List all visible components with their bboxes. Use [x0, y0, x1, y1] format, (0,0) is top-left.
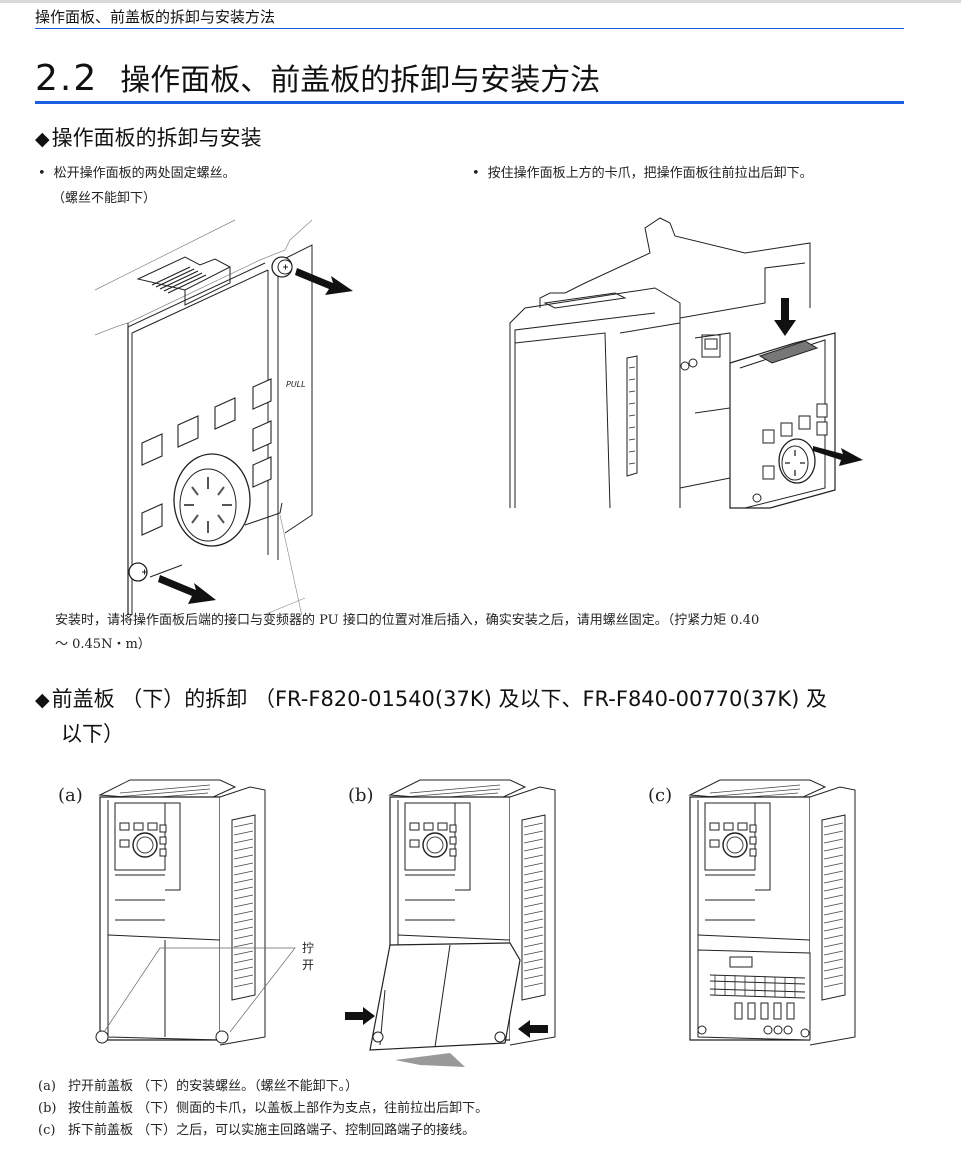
arrow-outward-bottom-icon [158, 575, 216, 604]
arrow-pull-out-icon [813, 446, 863, 466]
section-heading-text-line1: 前盖板 （下）的拆卸 （FR-F820-01540(37K) 及以下、FR-F8… [51, 687, 827, 711]
step-tag: (c) [38, 1123, 56, 1138]
arrow-press-down-icon [774, 298, 796, 336]
section-heading-operation-panel: ◆操作面板的拆卸与安装 [35, 122, 262, 152]
figure-b-pull-cover: (b) [340, 775, 600, 1070]
screw-right-icon [215, 1030, 229, 1044]
chapter-title: 2.2 操作面板、前盖板的拆卸与安装方法 [35, 55, 600, 99]
running-header-rule [35, 28, 904, 29]
pull-label: PULL [286, 380, 306, 389]
figure-operation-panel-pull [505, 208, 865, 513]
figure-a-loosen-screws: (a) 拧开 [50, 775, 314, 1065]
chapter-title-rule [35, 101, 904, 104]
step-tag: (a) [38, 1079, 56, 1094]
top-edge-bar [0, 0, 961, 3]
figure-label-a: (a) [58, 785, 83, 806]
section-heading-text-line2: 以下） [61, 722, 124, 746]
diamond-bullet-icon: ◆ [35, 689, 50, 711]
section-heading-front-cover: ◆前盖板 （下）的拆卸 （FR-F820-01540(37K) 及以下、FR-F… [35, 682, 827, 751]
install-note-line2: ～ 0.45N・m） [55, 637, 151, 652]
running-header: 操作面板、前盖板的拆卸与安装方法 [35, 8, 276, 26]
callout-unscrew: 拧开 [302, 941, 315, 972]
diamond-bullet-icon: ◆ [35, 128, 50, 150]
step-text: 拆下前盖板 （下）之后，可以实施主回路端子、控制回路端子的接线。 [68, 1123, 476, 1138]
arrow-right-press-icon [345, 1007, 375, 1025]
instruction-screws-note: （螺丝不能卸下） [52, 191, 157, 206]
chapter-title-text: 操作面板、前盖板的拆卸与安装方法 [120, 63, 601, 98]
step-text: 按住前盖板 （下）侧面的卡爪，以盖板上部作为支点，往前拉出后卸下。 [68, 1101, 489, 1116]
step-c: (c) 拆下前盖板 （下）之后，可以实施主回路端子、控制回路端子的接线。 [38, 1120, 488, 1142]
figure-c-terminals-exposed: (c) [640, 775, 900, 1065]
arrow-outward-top-icon [295, 268, 353, 295]
steps-list: (a) 拧开前盖板 （下）的安装螺丝。（螺丝不能卸下。） (b) 按住前盖板 （下）… [38, 1076, 488, 1142]
section-heading-text: 操作面板的拆卸与安装 [51, 126, 262, 150]
screw-left-icon [95, 1030, 109, 1044]
chapter-number: 2.2 [35, 58, 99, 99]
figure-operation-panel-screws: PULL [90, 215, 370, 615]
step-a: (a) 拧开前盖板 （下）的安装螺丝。（螺丝不能卸下。） [38, 1076, 488, 1098]
figure-label-c: (c) [648, 785, 673, 806]
step-text: 拧开前盖板 （下）的安装螺丝。（螺丝不能卸下。） [68, 1079, 359, 1094]
arrow-left-press-icon [518, 1020, 548, 1038]
figure-label-b: (b) [348, 785, 374, 806]
step-tag: (b) [38, 1101, 57, 1116]
instruction-loosen-screws: 松开操作面板的两处固定螺丝。 [38, 162, 236, 186]
step-b: (b) 按住前盖板 （下）侧面的卡爪，以盖板上部作为支点，往前拉出后卸下。 [38, 1098, 488, 1120]
instruction-pull-panel: 按住操作面板上方的卡爪，把操作面板往前拉出后卸下。 [472, 162, 813, 186]
install-note-line1: 安装时，请将操作面板后端的接口与变频器的 PU 接口的位置对准后插入，确实安装之… [55, 613, 760, 628]
